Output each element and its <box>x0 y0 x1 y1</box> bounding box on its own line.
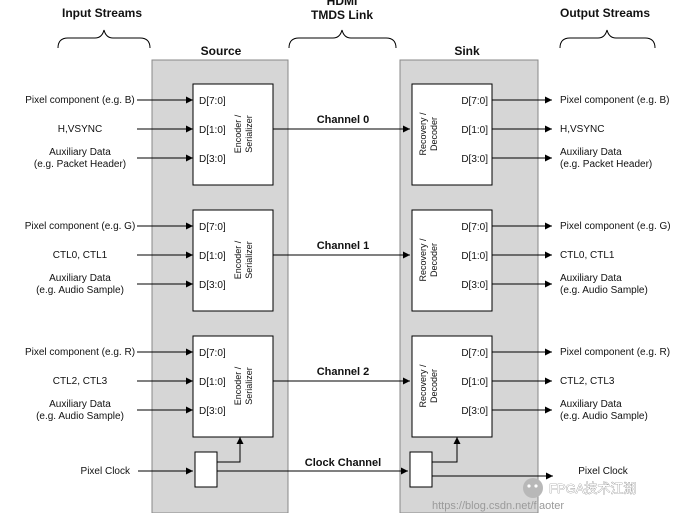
watermark: https://blog.csdn.net/flaoter FPGA技术江湖 <box>432 478 637 512</box>
decoder-block-1 <box>411 209 493 312</box>
encoder-port-label: D[7:0] <box>199 348 226 359</box>
encoder-label-2: Serializer <box>244 241 254 279</box>
decoder-port-label: D[1:0] <box>461 125 488 136</box>
decoder-label-1: Recovery / <box>418 238 428 282</box>
clock-channel-label: Clock Channel <box>305 457 381 469</box>
watermark-brand: FPGA技术江湖 <box>549 481 636 496</box>
channel-label: Channel 1 <box>317 240 370 252</box>
input-label: Pixel component (e.g. B) <box>25 95 135 106</box>
tmds-link-header: TMDS Link <box>311 8 373 22</box>
encoder-label-1: Encoder / <box>233 240 243 279</box>
wechat-icon <box>523 478 543 498</box>
encoder-port-label: D[3:0] <box>199 280 226 291</box>
decoder-port-label: D[7:0] <box>461 348 488 359</box>
output-label: Pixel component (e.g. R) <box>560 347 670 358</box>
input-label: Pixel component (e.g. G) <box>25 221 136 232</box>
channel-0-group: Encoder /Serializer Recovery /Decoder Chan… <box>25 83 670 186</box>
source-label: Source <box>201 44 242 58</box>
channel-1-group: Encoder /Serializer Recovery /Decoder Chan… <box>25 209 671 312</box>
input-label: Auxiliary Data <box>49 399 111 410</box>
decoder-port-label: D[7:0] <box>461 222 488 233</box>
channel-2-group: Encoder /Serializer Recovery /Decoder Chan… <box>25 335 670 438</box>
decoder-port-label: D[3:0] <box>461 406 488 417</box>
sink-clock-feedback <box>432 437 461 463</box>
output-label: (e.g. Audio Sample) <box>560 285 648 296</box>
output-streams-brace <box>559 29 656 49</box>
source-clock-feedback <box>217 437 244 463</box>
input-label: H,VSYNC <box>58 124 102 135</box>
encoder-port-label: D[3:0] <box>199 154 226 165</box>
input-label: (e.g. Packet Header) <box>34 159 126 170</box>
output-label: Auxiliary Data <box>560 273 622 284</box>
output-label: Pixel component (e.g. G) <box>560 221 671 232</box>
output-label: Auxiliary Data <box>560 399 622 410</box>
decoder-block-2 <box>411 335 493 438</box>
decoder-port-label: D[7:0] <box>461 96 488 107</box>
encoder-label-1: Encoder / <box>233 114 243 153</box>
clock-group: Pixel Clock Clock Channel Pixel Clock <box>81 437 629 488</box>
output-label: Pixel component (e.g. B) <box>560 95 670 106</box>
hdmi-header: HDMI <box>327 0 358 8</box>
input-streams-header: Input Streams <box>62 6 142 20</box>
decoder-label-2: Decoder <box>429 369 439 403</box>
encoder-label-2: Serializer <box>244 367 254 405</box>
encoder-port-label: D[3:0] <box>199 406 226 417</box>
channel-label: Channel 2 <box>317 366 370 378</box>
encoder-label-2: Serializer <box>244 115 254 153</box>
input-label: (e.g. Audio Sample) <box>36 285 124 296</box>
sink-label: Sink <box>454 44 480 58</box>
output-label: (e.g. Audio Sample) <box>560 411 648 422</box>
input-label: Auxiliary Data <box>49 147 111 158</box>
decoder-label-2: Decoder <box>429 243 439 277</box>
sink-clock-box <box>409 451 433 488</box>
encoder-port-label: D[1:0] <box>199 125 226 136</box>
decoder-port-label: D[1:0] <box>461 377 488 388</box>
encoder-port-label: D[1:0] <box>199 251 226 262</box>
wechat-icon-dot-2 <box>534 484 538 488</box>
output-streams-header: Output Streams <box>560 6 650 20</box>
input-label: CTL2, CTL3 <box>53 376 108 387</box>
source-clock-box <box>194 451 218 488</box>
input-streams-brace <box>57 29 151 49</box>
wechat-icon-dot-1 <box>527 484 531 488</box>
watermark-url: https://blog.csdn.net/flaoter <box>432 500 564 512</box>
encoder-label-1: Encoder / <box>233 366 243 405</box>
decoder-label-1: Recovery / <box>418 112 428 156</box>
decoder-port-label: D[3:0] <box>461 154 488 165</box>
output-label: CTL0, CTL1 <box>560 250 615 261</box>
decoder-port-label: D[3:0] <box>461 280 488 291</box>
output-label: (e.g. Packet Header) <box>560 159 652 170</box>
decoder-label-2: Decoder <box>429 117 439 151</box>
encoder-block-0 <box>192 83 274 186</box>
encoder-port-label: D[1:0] <box>199 377 226 388</box>
tmds-link-brace <box>288 29 397 49</box>
decoder-block-0 <box>411 83 493 186</box>
channel-label: Channel 0 <box>317 114 370 126</box>
output-label: Auxiliary Data <box>560 147 622 158</box>
input-label: CTL0, CTL1 <box>53 250 108 261</box>
output-label: H,VSYNC <box>560 124 604 135</box>
input-label: (e.g. Audio Sample) <box>36 411 124 422</box>
encoder-port-label: D[7:0] <box>199 96 226 107</box>
encoder-block-1 <box>192 209 274 312</box>
clock-output-label: Pixel Clock <box>578 466 628 477</box>
decoder-port-label: D[1:0] <box>461 251 488 262</box>
input-label: Pixel component (e.g. R) <box>25 347 135 358</box>
encoder-block-2 <box>192 335 274 438</box>
output-label: CTL2, CTL3 <box>560 376 615 387</box>
clock-input-label: Pixel Clock <box>81 466 131 477</box>
input-label: Auxiliary Data <box>49 273 111 284</box>
decoder-label-1: Recovery / <box>418 364 428 408</box>
encoder-port-label: D[7:0] <box>199 222 226 233</box>
